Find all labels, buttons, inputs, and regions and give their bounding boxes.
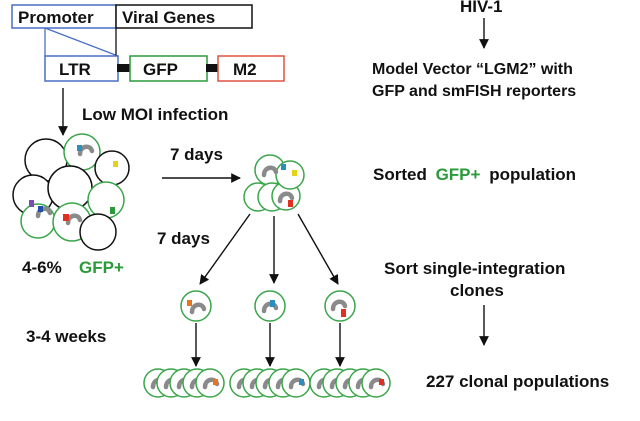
cell-icon [281,368,311,398]
sorted-population-label: Sorted GFP+ population [373,165,576,184]
model-vector-line-1: Model Vector “LGM2” with [372,61,573,78]
population-red [309,368,391,398]
branch-arrow-left [199,213,251,285]
branch-arrow-right [297,213,339,285]
linker-2 [206,64,219,72]
ltr-label: LTR [59,60,91,79]
reporter-marker [213,379,218,385]
weeks-label: 3-4 weeks [26,327,106,346]
percent-label: 4-6% [22,258,62,277]
gfp-label: GFP [143,60,178,79]
clonal-populations-label: 227 clonal populations [426,372,609,391]
viral-genes-label: Viral Genes [122,8,215,27]
sort-single-line-2: clones [450,281,504,300]
population-teal [229,368,311,398]
clone-orange [180,290,212,322]
population-orange [143,368,225,398]
sorted-suffix: population [489,165,576,184]
gfp-plus-label: GFP+ [79,258,124,277]
reporter-marker [299,379,304,385]
m2-label: M2 [233,60,257,79]
days-label-1: 7 days [170,145,223,164]
m2-box: M2 [217,55,285,82]
sorted-gfp: GFP+ [436,165,481,184]
sorted-population [243,154,305,212]
days-label-2: 7 days [157,229,210,248]
promoter-box: Promoter [11,4,117,29]
promoter-label: Promoter [18,8,94,27]
sorted-prefix: Sorted [373,165,427,184]
gfp-box: GFP [129,55,208,82]
cell-icon [195,368,225,398]
clone-red [324,290,356,322]
clone-teal [254,290,286,322]
sort-single-line-1: Sort single-integration [384,259,565,278]
infection-label: Low MOI infection [82,105,228,124]
cell-icon [361,368,391,398]
cell-cluster [12,133,130,251]
reporter-marker [379,379,384,385]
viral-genes-box: Viral Genes [115,4,253,29]
hiv-label: HIV-1 [460,0,503,16]
model-vector-line-2: GFP and smFISH reporters [372,83,576,100]
linker-1 [117,64,131,72]
ltr-box: LTR [44,55,119,82]
clonal-populations [143,368,391,398]
